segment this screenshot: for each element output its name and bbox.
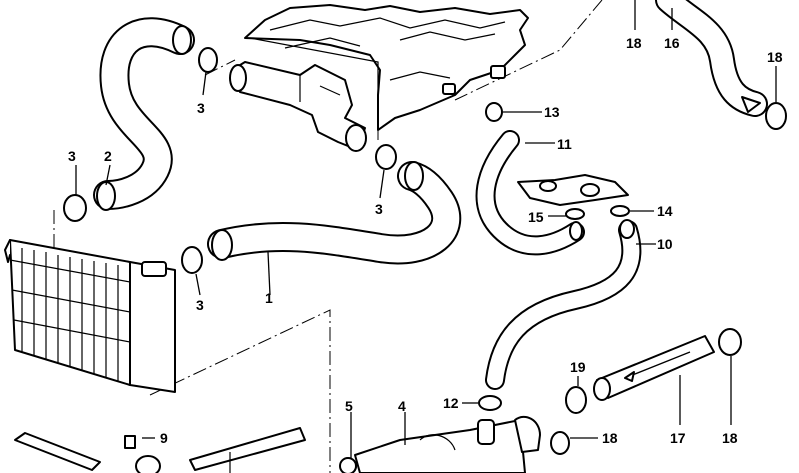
callout-16: 16	[664, 35, 680, 51]
clamp-19	[565, 386, 587, 414]
hose-11	[475, 130, 585, 256]
callout-9: 9	[160, 430, 168, 446]
bottom-left-parts	[14, 427, 306, 473]
callout-10: 10	[657, 236, 673, 252]
callout-18-bottom: 18	[602, 430, 618, 446]
clamp-3-center	[375, 144, 397, 170]
clamp-12	[478, 395, 502, 411]
callout-19: 19	[570, 359, 586, 375]
clamp-5	[339, 457, 357, 473]
callout-4: 4	[398, 398, 406, 414]
water-pump-pipe	[343, 415, 541, 473]
leader-lines	[75, 0, 777, 458]
hose-1	[207, 161, 462, 265]
clamp-3-left	[63, 194, 87, 222]
clamp-13	[485, 102, 503, 122]
callout-12: 12	[443, 395, 459, 411]
callout-labels: 1 2 3 3 3 3 4 5 9 10 11 12 13 14 15 16 1…	[68, 35, 783, 446]
pipe-17	[593, 335, 715, 401]
clamp-3-mid	[181, 246, 203, 274]
radiator	[4, 239, 176, 393]
callout-18-lower: 18	[722, 430, 738, 446]
callout-5: 5	[345, 398, 353, 414]
clamp-18-right	[765, 102, 787, 130]
callout-3-top: 3	[197, 100, 205, 116]
callout-3-left: 3	[68, 148, 76, 164]
clamp-18-lower	[718, 328, 742, 356]
callout-15: 15	[528, 209, 544, 225]
hose-10	[485, 219, 642, 390]
callout-1: 1	[265, 290, 273, 306]
hose-16	[655, 0, 768, 117]
cylinder-head	[244, 4, 529, 131]
callout-3-mid: 3	[196, 297, 204, 313]
coolant-pipe-housing	[229, 61, 367, 152]
hose-2	[93, 17, 195, 211]
callout-17: 17	[670, 430, 686, 446]
clamp-18-bottom	[550, 431, 570, 455]
callout-13: 13	[544, 104, 560, 120]
callout-11: 11	[557, 136, 572, 152]
hose-clamps	[63, 47, 787, 473]
clamp-15	[565, 208, 585, 220]
clamp-3-upper	[198, 47, 218, 73]
clamp-14	[610, 205, 630, 217]
mounting-plate	[517, 174, 629, 206]
callout-3-center: 3	[375, 201, 383, 217]
callout-14: 14	[657, 203, 673, 219]
callout-18-top: 18	[626, 35, 642, 51]
callout-2: 2	[104, 148, 112, 164]
callout-18-right: 18	[767, 49, 783, 65]
